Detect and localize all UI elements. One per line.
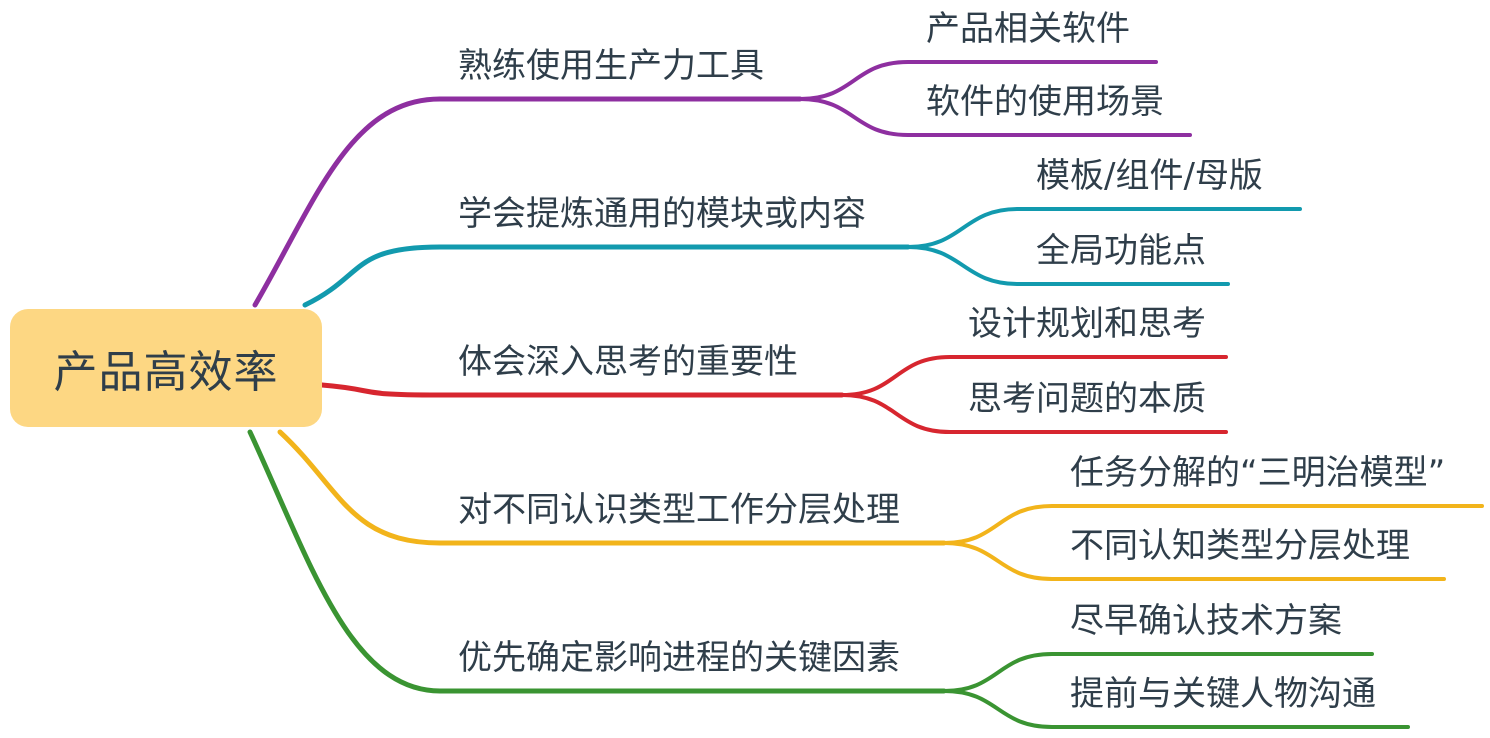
branch-connector-4 xyxy=(277,429,443,546)
leaf-label-4-1[interactable]: 任务分解的“三明治模型” xyxy=(1070,453,1446,493)
branch-label-1[interactable]: 熟练使用生产力工具 xyxy=(458,46,764,86)
branch-label-5[interactable]: 优先确定影响进程的关键因素 xyxy=(458,638,900,678)
branch-label-2[interactable]: 学会提炼通用的模块或内容 xyxy=(458,194,866,234)
branch-connector-5 xyxy=(247,429,443,694)
branch-connector-2 xyxy=(302,244,443,308)
branch-label-4[interactable]: 对不同认识类型工作分层处理 xyxy=(458,490,900,530)
root-label: 产品高效率 xyxy=(53,347,279,398)
leaf-label-4-2[interactable]: 不同认知类型分层处理 xyxy=(1070,526,1410,566)
leaf-connector-2-2 xyxy=(906,245,1230,286)
leaf-label-1-2[interactable]: 软件的使用场景 xyxy=(926,82,1164,122)
leaf-connector-2-1 xyxy=(906,207,1302,249)
leaf-label-3-1[interactable]: 设计规划和思考 xyxy=(968,304,1206,344)
leaf-connector-1-1 xyxy=(798,60,1158,101)
leaf-label-5-2[interactable]: 提前与关键人物沟通 xyxy=(1070,674,1376,714)
leaf-label-3-2[interactable]: 思考问题的本质 xyxy=(968,379,1206,419)
leaf-connector-4-1 xyxy=(942,504,1484,545)
root-node[interactable]: 产品高效率 xyxy=(10,309,322,427)
leaf-connector-3-1 xyxy=(840,355,1228,397)
leaf-connector-1-2 xyxy=(798,97,1192,137)
leaf-label-1-1[interactable]: 产品相关软件 xyxy=(926,9,1130,49)
branch-connector-1 xyxy=(252,96,443,308)
leaf-label-5-1[interactable]: 尽早确认技术方案 xyxy=(1070,601,1342,641)
leaf-connector-3-2 xyxy=(840,393,1228,434)
leaf-connector-5-1 xyxy=(942,652,1374,693)
leaf-connector-5-2 xyxy=(942,689,1410,729)
leaf-connector-4-2 xyxy=(942,541,1446,581)
branch-connector-3 xyxy=(319,382,443,398)
leaf-label-2-2[interactable]: 全局功能点 xyxy=(1036,231,1206,271)
branch-label-3[interactable]: 体会深入思考的重要性 xyxy=(458,342,798,382)
leaf-label-2-1[interactable]: 模板/组件/母版 xyxy=(1036,156,1263,196)
